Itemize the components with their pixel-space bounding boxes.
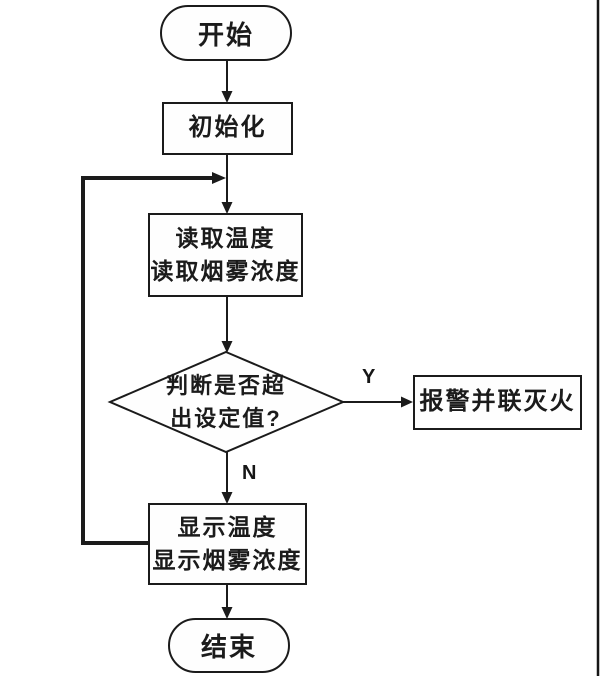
arrow-decision-to-display [221,452,233,504]
node-read-sensors: 读取温度 读取烟雾浓度 [148,213,303,297]
arrow-display-to-end [221,585,233,619]
arrow-decision-to-alarm [343,396,413,408]
node-display-line1: 显示温度 [177,513,278,540]
edge-label-no: N [242,462,257,484]
node-decision: 判断是否超 出设定值? [136,368,316,436]
arrow-init-to-read [221,155,233,214]
node-initialize: 初始化 [162,102,293,155]
node-end-label: 结束 [200,632,257,662]
node-read-line2: 读取烟雾浓度 [150,258,301,284]
loop-back-connector [81,172,226,545]
arrow-start-to-init [221,60,233,103]
arrow-read-to-decision [221,297,233,353]
node-start-label: 开始 [197,19,254,50]
node-alarm: 报警并联灭火 [413,375,582,430]
node-start: 开始 [160,5,292,61]
node-display-line2: 显示烟雾浓度 [152,547,303,573]
node-end: 结束 [168,618,290,673]
node-display: 显示温度 显示烟雾浓度 [148,503,307,585]
node-read-line1: 读取温度 [175,224,276,251]
node-decision-line2: 出设定值? [170,406,282,431]
node-decision-line1: 判断是否超 [165,373,286,398]
node-alarm-label: 报警并联灭火 [419,388,576,416]
edge-label-yes: Y [362,366,376,388]
node-initialize-label: 初始化 [188,114,267,142]
